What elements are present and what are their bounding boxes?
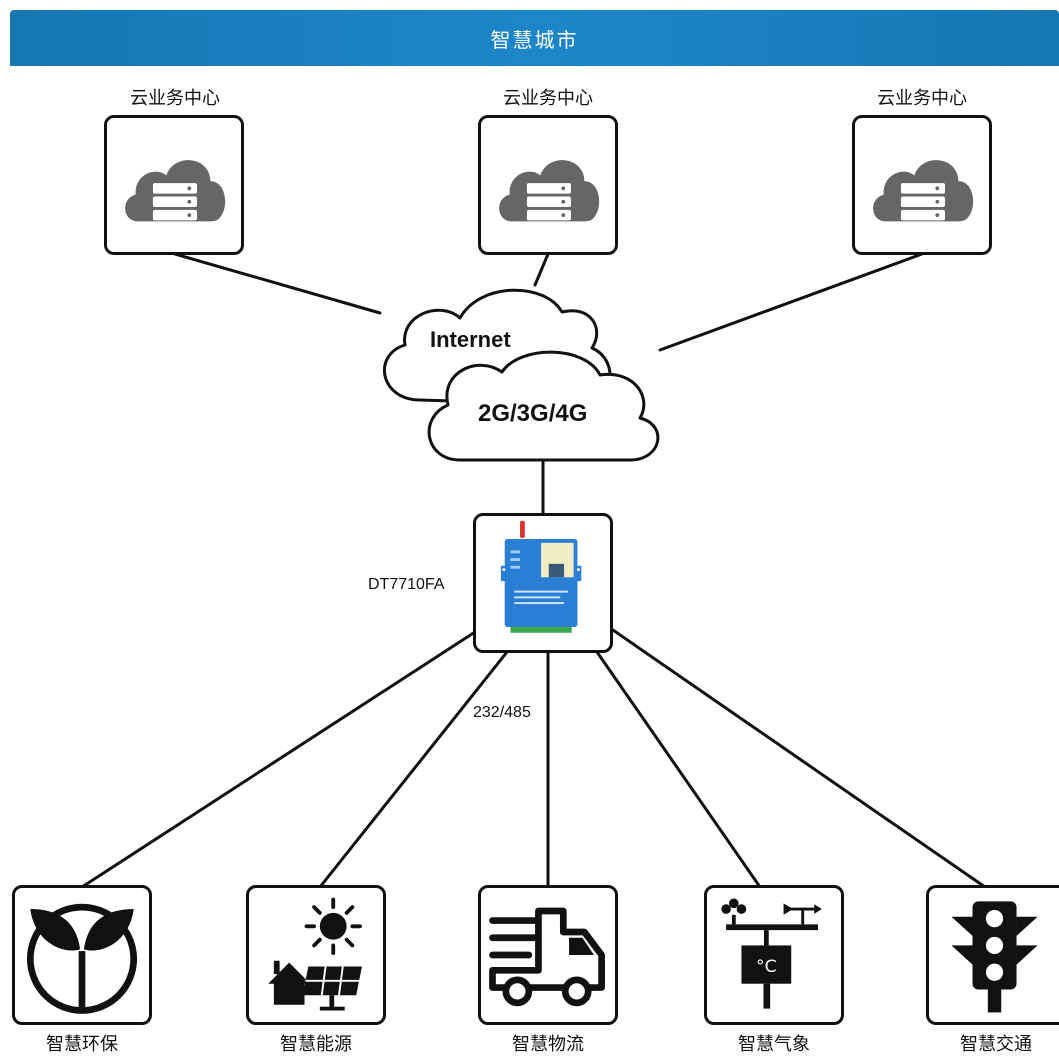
- cloud-center-label: 云业务中心: [130, 88, 220, 109]
- device-box: [473, 513, 613, 653]
- app-label: 智慧气象: [738, 1034, 810, 1055]
- weather-station-icon: °C: [721, 898, 822, 1009]
- title-bar: 智慧城市: [10, 10, 1059, 66]
- svg-text:°C: °C: [756, 957, 777, 977]
- app-box-energy: [246, 885, 386, 1025]
- delivery-truck-icon: [489, 907, 605, 1007]
- cloud-server-icon: [125, 160, 226, 222]
- app-box-weather: °C: [704, 885, 844, 1025]
- app-label: 智慧能源: [280, 1034, 352, 1055]
- app-label: 智慧交通: [960, 1034, 1032, 1055]
- solar-energy-icon: [268, 897, 362, 1011]
- cloud-center-box: [104, 115, 244, 255]
- app-box-traffic: [926, 885, 1059, 1025]
- cellular-cloud: [427, 350, 660, 462]
- device-label: DT7710FA: [368, 576, 445, 593]
- internet-label: Internet: [430, 327, 511, 352]
- cloud-server-icon: [873, 160, 974, 222]
- app-box-logistics: [478, 885, 618, 1025]
- app-label: 智慧环保: [46, 1034, 118, 1055]
- interface-label: 232/485: [473, 704, 531, 721]
- cloud-center-label: 云业务中心: [877, 88, 967, 109]
- cloud-center-box: [852, 115, 992, 255]
- cloud-center-box: [478, 115, 618, 255]
- traffic-light-icon: [951, 901, 1038, 1013]
- app-label: 智慧物流: [512, 1034, 584, 1055]
- cloud-center-label: 云业务中心: [503, 88, 593, 109]
- page-title: 智慧城市: [490, 27, 579, 52]
- app-box-environment: [12, 885, 152, 1025]
- dtu-device-icon: [500, 520, 582, 633]
- sprout-icon: [26, 903, 138, 1014]
- cloud-server-icon: [499, 160, 600, 222]
- cellular-label: 2G/3G/4G: [478, 400, 588, 427]
